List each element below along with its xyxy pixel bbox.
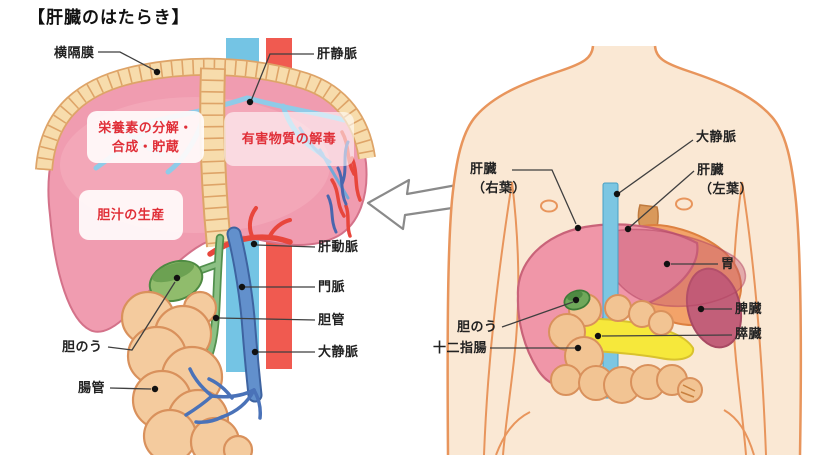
label-spleen: 脾臓 <box>735 301 763 316</box>
portal-vein-trunk <box>226 226 263 403</box>
label-hepatic-vein: 肝静脈 <box>317 46 358 61</box>
label-diaphragm: 横隔膜 <box>54 45 95 60</box>
leader-gallbladder <box>107 281 176 351</box>
label-liver-left-1: 肝臓 <box>697 162 725 177</box>
left-leader-lines <box>98 51 316 390</box>
mesenteric-veins <box>184 367 262 424</box>
nutrients-line2: 合成・貯蔵 <box>111 139 180 154</box>
label-bile-duct: 胆管 <box>318 312 346 327</box>
torso-outline <box>446 45 803 455</box>
label-liver-right-1: 肝臓 <box>470 161 498 176</box>
label-pancreas: 膵臓 <box>735 326 763 341</box>
nipple-right <box>675 197 693 211</box>
leader-hepatic-vein <box>250 53 314 102</box>
spleen-shape <box>685 267 743 349</box>
left-leader-dots <box>151 68 259 393</box>
nipple-left <box>540 199 558 213</box>
leader-intestine <box>109 387 152 390</box>
function-box-nutrients: 栄養素の分解・ 合成・貯蔵 <box>87 111 204 163</box>
label-gallbladder-body: 胆のう <box>457 319 498 334</box>
intestine-coil-body <box>548 293 703 404</box>
page-title: 【肝臓のはたらき】 <box>28 8 190 27</box>
label-portal-vein: 門脈 <box>318 279 346 294</box>
function-box-bile: 胆汁の生産 <box>79 190 183 240</box>
torso-overview-illustration <box>446 45 803 455</box>
right-leader-lines <box>490 139 733 349</box>
function-box-detox: 有害物質の解毒 <box>224 112 354 166</box>
leader-gallbladder-body <box>501 301 574 328</box>
nutrients-line1: 栄養素の分解・ <box>98 119 193 135</box>
leader-liver-right <box>512 169 577 225</box>
leader-hepatic-artery <box>256 244 316 248</box>
leader-diaphragm <box>98 51 157 72</box>
leader-bile-duct <box>218 317 316 321</box>
label-gallbladder: 胆のう <box>62 339 103 354</box>
leader-pancreas <box>601 334 733 337</box>
leader-vena-cava-body <box>618 139 694 194</box>
label-vena-cava-body: 大静脈 <box>696 129 737 144</box>
right-leader-dots <box>572 190 705 352</box>
spine-column <box>199 67 232 248</box>
label-intestine: 腸管 <box>78 380 106 395</box>
vena-cava-band-body <box>602 182 619 399</box>
label-stomach: 胃 <box>721 256 735 271</box>
detox-text: 有害物質の解毒 <box>241 131 337 147</box>
torso-inner-lines <box>483 181 767 455</box>
diaphragm-band <box>35 57 376 171</box>
bile-text: 胆汁の生産 <box>97 207 165 223</box>
intestine-end-lines <box>680 384 696 398</box>
label-liver-right-2: （右葉） <box>472 180 527 195</box>
label-hepatic-artery: 肝動脈 <box>318 239 359 254</box>
label-liver-left-2: （左葉） <box>699 181 754 196</box>
label-vena-cava: 大静脈 <box>318 344 359 359</box>
label-duodenum: 十二指腸 <box>433 340 488 355</box>
leader-liver-left <box>629 170 695 228</box>
